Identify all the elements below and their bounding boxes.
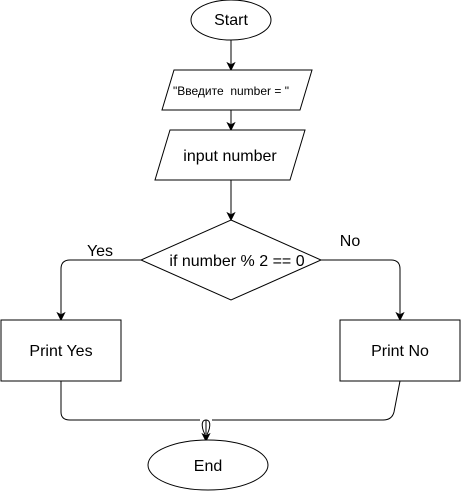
decision-label: if number % 2 == 0 xyxy=(169,253,304,270)
node-input: input number xyxy=(154,129,306,181)
input-label: input number xyxy=(183,148,277,165)
edge-merge-to-end xyxy=(201,419,211,437)
print-no-label: Print No xyxy=(371,343,429,360)
prompt-parallelogram xyxy=(161,69,313,111)
edge-print-yes-to-merge xyxy=(60,381,200,421)
node-print-no: Print No xyxy=(339,319,461,382)
start-ellipse xyxy=(190,0,272,41)
arrowhead-prompt-to-input xyxy=(226,121,236,132)
decision-diamond xyxy=(139,219,323,301)
edge-print-no-to-merge xyxy=(212,380,401,421)
end-label: End xyxy=(194,458,222,475)
arrowhead-start-to-prompt xyxy=(226,61,236,72)
arrowhead-decision-to-print-yes xyxy=(56,311,66,322)
node-prompt: "Введите number = " xyxy=(161,69,313,111)
flowchart-edges xyxy=(56,40,405,443)
node-start: Start xyxy=(190,0,272,41)
arrowhead-merge-to-end xyxy=(201,432,211,443)
branch-label-no: No xyxy=(340,233,361,250)
end-ellipse xyxy=(147,439,269,491)
arrowhead-input-to-decision xyxy=(226,211,236,222)
edge-decision-to-print-yes xyxy=(60,259,141,314)
print-yes-label: Print Yes xyxy=(29,343,92,360)
arrowhead-decision-to-print-no xyxy=(395,311,405,322)
node-decision: if number % 2 == 0 xyxy=(139,219,323,301)
start-label: Start xyxy=(214,12,248,29)
node-print-yes: Print Yes xyxy=(0,319,122,382)
input-parallelogram xyxy=(154,129,306,181)
print-yes-rectangle xyxy=(0,319,122,382)
edge-decision-to-print-no xyxy=(321,259,401,314)
branch-label-yes: Yes xyxy=(87,243,113,260)
prompt-label: "Введите number = " xyxy=(173,84,289,98)
print-no-rectangle xyxy=(339,319,461,382)
node-end: End xyxy=(147,439,269,491)
